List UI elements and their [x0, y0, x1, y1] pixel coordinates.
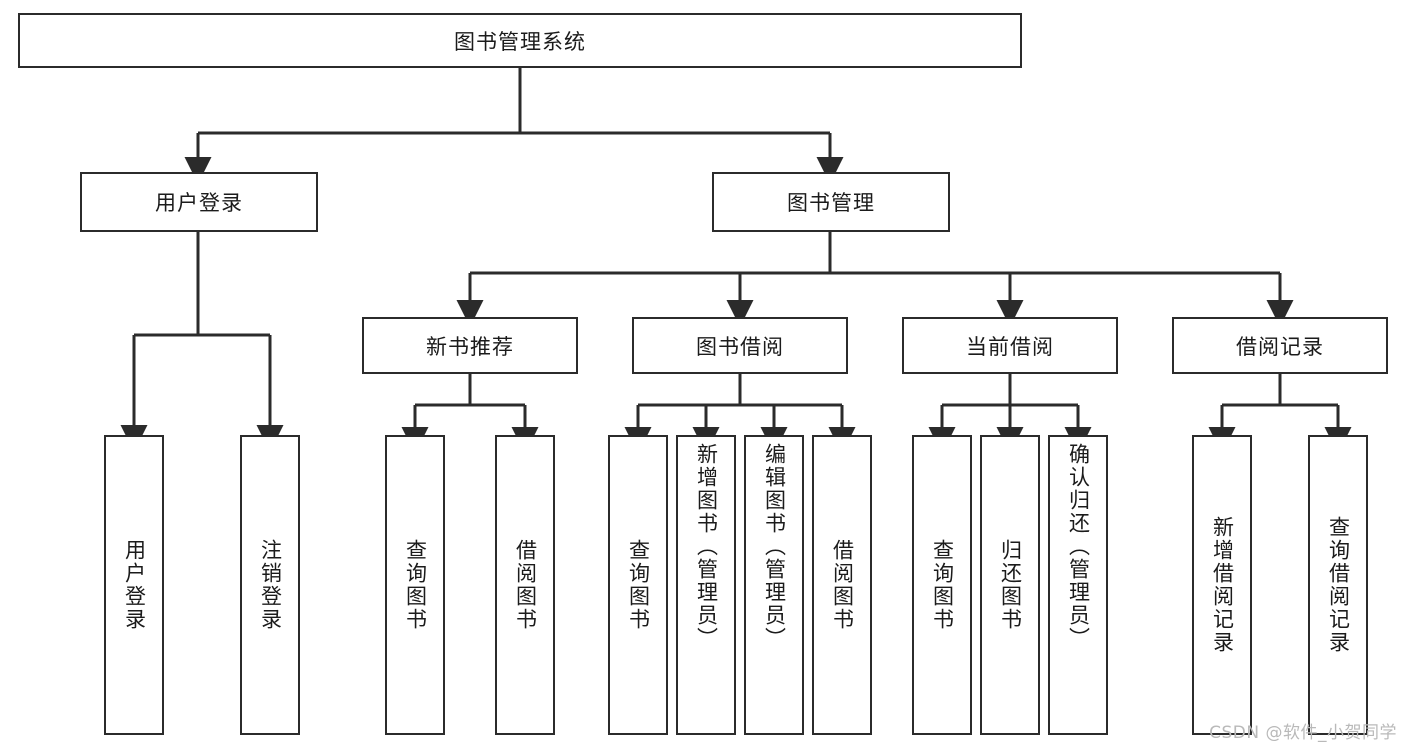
leaf-borrow-book-borrow-label: 借阅图书	[830, 539, 855, 631]
leaf-confirm-return-admin-label: 确认归还（管理员）	[1066, 443, 1091, 650]
leaf-edit-book-admin-label: 编辑图书（管理员）	[762, 443, 787, 650]
leaf-query-book-borrow-label: 查询图书	[626, 539, 651, 631]
node-book-management[interactable]: 图书管理	[712, 172, 950, 232]
leaf-query-book-newbook-label: 查询图书	[403, 539, 428, 631]
node-new-book-recommend[interactable]: 新书推荐	[362, 317, 578, 374]
leaf-edit-book-admin[interactable]: 编辑图书（管理员）	[744, 435, 804, 735]
leaf-logout-label: 注销登录	[258, 539, 283, 631]
leaf-query-borrow-record[interactable]: 查询借阅记录	[1308, 435, 1368, 735]
leaf-query-book-current-label: 查询图书	[930, 539, 955, 631]
leaf-add-book-admin-label: 新增图书（管理员）	[694, 443, 719, 650]
leaf-borrow-book-borrow[interactable]: 借阅图书	[812, 435, 872, 735]
node-user-login[interactable]: 用户登录	[80, 172, 318, 232]
node-root[interactable]: 图书管理系统	[18, 13, 1022, 68]
leaf-user-login-label: 用户登录	[122, 539, 147, 631]
leaf-borrow-book-newbook[interactable]: 借阅图书	[495, 435, 555, 735]
csdn-watermark: CSDN @软件_小贺同学	[1209, 723, 1397, 743]
leaf-add-borrow-record-label: 新增借阅记录	[1210, 516, 1235, 654]
leaf-add-book-admin[interactable]: 新增图书（管理员）	[676, 435, 736, 735]
node-book-borrow-label: 图书借阅	[696, 334, 784, 359]
leaf-add-borrow-record[interactable]: 新增借阅记录	[1192, 435, 1252, 735]
node-user-login-label: 用户登录	[155, 191, 243, 215]
node-root-label: 图书管理系统	[454, 29, 586, 54]
leaf-query-book-newbook[interactable]: 查询图书	[385, 435, 445, 735]
leaf-query-book-current[interactable]: 查询图书	[912, 435, 972, 735]
leaf-logout[interactable]: 注销登录	[240, 435, 300, 735]
node-current-borrow-label: 当前借阅	[966, 334, 1054, 359]
node-book-borrow[interactable]: 图书借阅	[632, 317, 848, 374]
leaf-return-book-label: 归还图书	[998, 539, 1023, 631]
leaf-confirm-return-admin[interactable]: 确认归还（管理员）	[1048, 435, 1108, 735]
leaf-query-book-borrow[interactable]: 查询图书	[608, 435, 668, 735]
node-new-book-recommend-label: 新书推荐	[426, 334, 514, 359]
node-book-management-label: 图书管理	[787, 191, 875, 215]
node-borrow-record[interactable]: 借阅记录	[1172, 317, 1388, 374]
leaf-borrow-book-newbook-label: 借阅图书	[513, 539, 538, 631]
leaf-query-borrow-record-label: 查询借阅记录	[1326, 516, 1351, 654]
node-borrow-record-label: 借阅记录	[1236, 334, 1324, 359]
leaf-return-book[interactable]: 归还图书	[980, 435, 1040, 735]
leaf-user-login[interactable]: 用户登录	[104, 435, 164, 735]
node-current-borrow[interactable]: 当前借阅	[902, 317, 1118, 374]
